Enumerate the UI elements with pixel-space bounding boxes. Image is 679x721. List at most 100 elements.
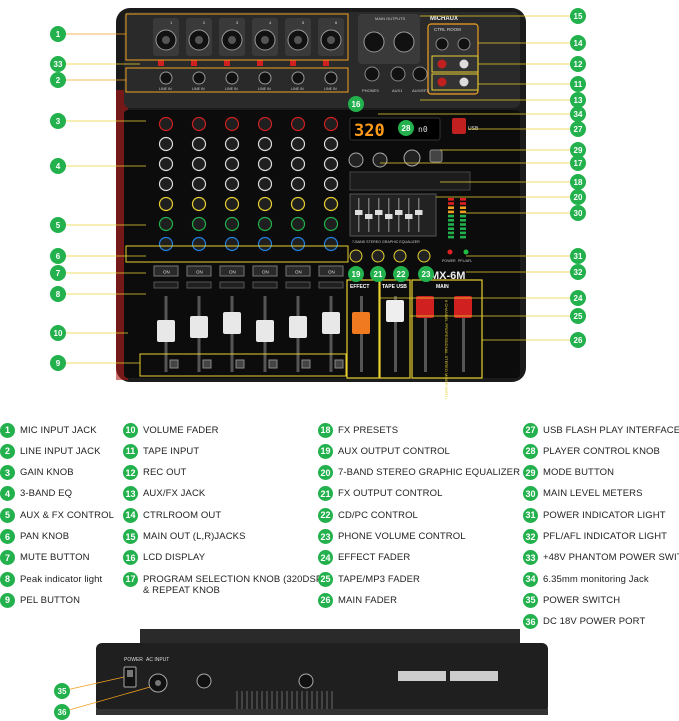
effect-fader-handle[interactable]: [352, 312, 370, 334]
gain-knob[interactable]: [158, 116, 174, 132]
pfl-button[interactable]: [202, 359, 212, 369]
pan-knob[interactable]: [323, 236, 339, 252]
ctrl-room-jack-right[interactable]: [457, 37, 471, 51]
eq-slider-handle[interactable]: [375, 210, 383, 215]
aux-fx-knob[interactable]: [158, 216, 174, 232]
eq-knob[interactable]: [290, 156, 306, 172]
pan-knob[interactable]: [158, 236, 174, 252]
eq-knob[interactable]: [224, 156, 240, 172]
tape-usb-fader-handle[interactable]: [386, 300, 404, 322]
eq-slider-handle[interactable]: [415, 210, 423, 215]
aux-fx-knob[interactable]: [290, 216, 306, 232]
player-control-knob[interactable]: [403, 149, 421, 167]
main-fader-right-handle[interactable]: [454, 296, 472, 318]
eq-knob[interactable]: [323, 176, 339, 192]
line-input-jack[interactable]: [159, 71, 173, 85]
mute-button[interactable]: [318, 265, 344, 277]
volume-fader-handle[interactable]: [190, 316, 208, 338]
pfl-button[interactable]: [169, 359, 179, 369]
main-fader-left-handle[interactable]: [416, 296, 434, 318]
eq-knob[interactable]: [257, 156, 273, 172]
cd-pc-knob[interactable]: [393, 249, 407, 263]
phantom-power-switch[interactable]: [224, 60, 230, 66]
eq-knob[interactable]: [191, 136, 207, 152]
aux-fx-knob[interactable]: [158, 196, 174, 212]
eq-knob[interactable]: [158, 136, 174, 152]
program-knob[interactable]: [348, 152, 364, 168]
phantom-power-switch[interactable]: [158, 60, 164, 66]
mute-button[interactable]: [252, 265, 278, 277]
phantom-power-switch[interactable]: [323, 60, 329, 66]
pfl-button[interactable]: [268, 359, 278, 369]
eq-knob[interactable]: [224, 136, 240, 152]
volume-fader-handle[interactable]: [223, 312, 241, 334]
rec-out-rca-red[interactable]: [437, 59, 447, 69]
aux-fx-knob[interactable]: [290, 196, 306, 212]
phantom-power-switch[interactable]: [257, 60, 263, 66]
fx-output-knob[interactable]: [371, 249, 385, 263]
eq-slider-handle[interactable]: [355, 210, 363, 215]
pfl-button[interactable]: [334, 359, 344, 369]
gain-knob[interactable]: [323, 116, 339, 132]
eq-slider-handle[interactable]: [365, 214, 373, 219]
gain-knob[interactable]: [257, 116, 273, 132]
aux-fx-knob[interactable]: [323, 196, 339, 212]
phones-jack[interactable]: [364, 66, 380, 82]
eq-knob[interactable]: [323, 156, 339, 172]
eq-slider-handle[interactable]: [405, 214, 413, 219]
line-input-jack[interactable]: [258, 71, 272, 85]
rear-balanced-out-right[interactable]: [298, 673, 314, 689]
aux-fx-knob[interactable]: [191, 216, 207, 232]
pan-knob[interactable]: [257, 236, 273, 252]
volume-fader-handle[interactable]: [157, 320, 175, 342]
eq-knob[interactable]: [323, 136, 339, 152]
eq-slider-handle[interactable]: [385, 214, 393, 219]
aux-fx-knob[interactable]: [224, 216, 240, 232]
line-input-jack[interactable]: [225, 71, 239, 85]
gain-knob[interactable]: [290, 116, 306, 132]
line-input-jack[interactable]: [192, 71, 206, 85]
aux-fx-knob[interactable]: [257, 196, 273, 212]
eq-knob[interactable]: [224, 176, 240, 192]
eq-knob[interactable]: [191, 176, 207, 192]
gain-knob[interactable]: [224, 116, 240, 132]
mute-button[interactable]: [186, 265, 212, 277]
aux-fx-knob[interactable]: [323, 216, 339, 232]
eq-knob[interactable]: [257, 176, 273, 192]
aux1-jack[interactable]: [390, 66, 406, 82]
main-out-right-jack[interactable]: [393, 31, 415, 53]
pan-knob[interactable]: [290, 236, 306, 252]
pfl-button[interactable]: [301, 359, 311, 369]
pan-knob[interactable]: [224, 236, 240, 252]
mode-button[interactable]: [429, 149, 443, 163]
repeat-knob[interactable]: [372, 152, 388, 168]
pfl-button[interactable]: [235, 359, 245, 369]
mute-button[interactable]: [219, 265, 245, 277]
gain-knob[interactable]: [191, 116, 207, 132]
usb-port[interactable]: [452, 118, 466, 134]
aux-fx-knob[interactable]: [191, 196, 207, 212]
eq-knob[interactable]: [257, 136, 273, 152]
line-input-jack[interactable]: [291, 71, 305, 85]
aux-fx-knob[interactable]: [257, 216, 273, 232]
aux-output-knob[interactable]: [349, 249, 363, 263]
phantom-power-switch[interactable]: [191, 60, 197, 66]
aux-efx-jack[interactable]: [412, 66, 428, 82]
tape-in-rca-white[interactable]: [459, 77, 469, 87]
phone-volume-knob[interactable]: [417, 249, 431, 263]
eq-knob[interactable]: [158, 156, 174, 172]
eq-knob[interactable]: [158, 176, 174, 192]
ctrl-room-jack-left[interactable]: [435, 37, 449, 51]
rear-balanced-out-left[interactable]: [196, 673, 212, 689]
tape-in-rca-red[interactable]: [437, 77, 447, 87]
volume-fader-handle[interactable]: [289, 316, 307, 338]
mute-button[interactable]: [153, 265, 179, 277]
main-out-left-jack[interactable]: [363, 31, 385, 53]
mute-button[interactable]: [285, 265, 311, 277]
phantom-power-switch[interactable]: [290, 60, 296, 66]
eq-slider-handle[interactable]: [395, 210, 403, 215]
volume-fader-handle[interactable]: [322, 312, 340, 334]
eq-knob[interactable]: [191, 156, 207, 172]
line-input-jack[interactable]: [324, 71, 338, 85]
eq-knob[interactable]: [290, 176, 306, 192]
